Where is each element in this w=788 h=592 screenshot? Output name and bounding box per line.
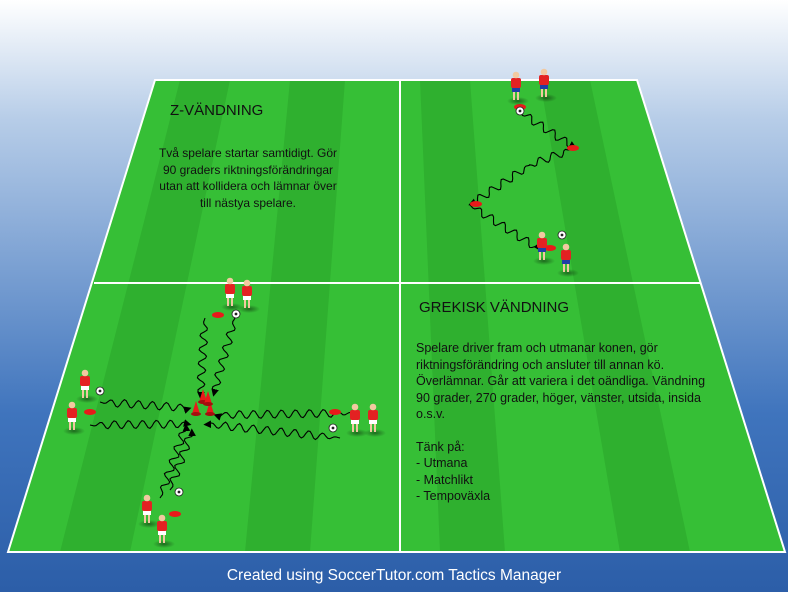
cone-icon [84,409,96,415]
dribble-paths [89,111,577,499]
player-icon [153,514,175,548]
cone-icon [191,401,201,416]
ball-icon [328,423,338,433]
balls [95,106,567,497]
ball-icon [515,106,525,116]
ball-icon [95,386,105,396]
player-icon [533,231,555,265]
ball-icon [174,487,184,497]
drill-left-title: Z-VÄNDNING [170,102,264,119]
player-icon [76,369,98,403]
dribble-path-arrow-icon [99,399,192,414]
dribble-path-arrow-icon [159,423,191,499]
drill-right-title: GREKISK VÄNDNING [419,299,570,316]
player-icon [507,71,529,105]
cone-icon [544,245,556,251]
drill-right-description: Spelare driver fram och utmanar konen, g… [416,341,706,421]
cone-icon [212,312,224,318]
player-icon [138,494,160,528]
footer-credit: Created using SoccerTutor.com Tactics Ma… [226,567,562,584]
think-heading: Tänk på: [416,439,465,454]
pitch-stripes [60,80,690,552]
player-icon [535,68,557,102]
drill-left-description: Två spelare startar samtidigt. Gör 90 gr… [158,146,338,210]
dribble-path-arrow-icon [519,111,577,149]
cone-icon [205,401,215,416]
ball-icon [231,309,241,319]
pitch-outline [6,79,787,553]
cone-icon [470,201,482,207]
dribble-path-arrow-icon [213,408,356,421]
drill-right-text: Spelare driver fram och utmanar konen, g… [416,340,716,505]
dribble-path-arrow-icon [211,317,236,397]
player-icon [63,401,85,435]
dribble-path-arrow-icon [169,428,196,491]
dribble-path-arrow-icon [468,148,571,206]
player-icon [221,277,243,311]
think-point: - Utmana [416,456,468,470]
dribble-path-arrow-icon [196,317,209,400]
player-icon [364,403,386,437]
cone-icon [203,391,213,406]
player-icon [238,279,260,313]
think-points: - Utmana - Matchlikt - Tempoväxla [416,455,716,505]
dribble-path-arrow-icon [89,419,192,430]
pitch [6,79,787,553]
players [63,68,579,548]
dribble-path-arrow-icon [203,420,341,441]
player-icon [557,243,579,277]
think-point: - Matchlikt [416,472,473,487]
dribble-path-arrow-icon [469,204,541,252]
think-point: - Tempoväxla [416,489,491,503]
ball-icon [557,230,567,240]
cone-icon [329,409,341,415]
player-icon [346,403,368,437]
cone-icon [169,511,181,517]
cone-icon [567,145,579,151]
